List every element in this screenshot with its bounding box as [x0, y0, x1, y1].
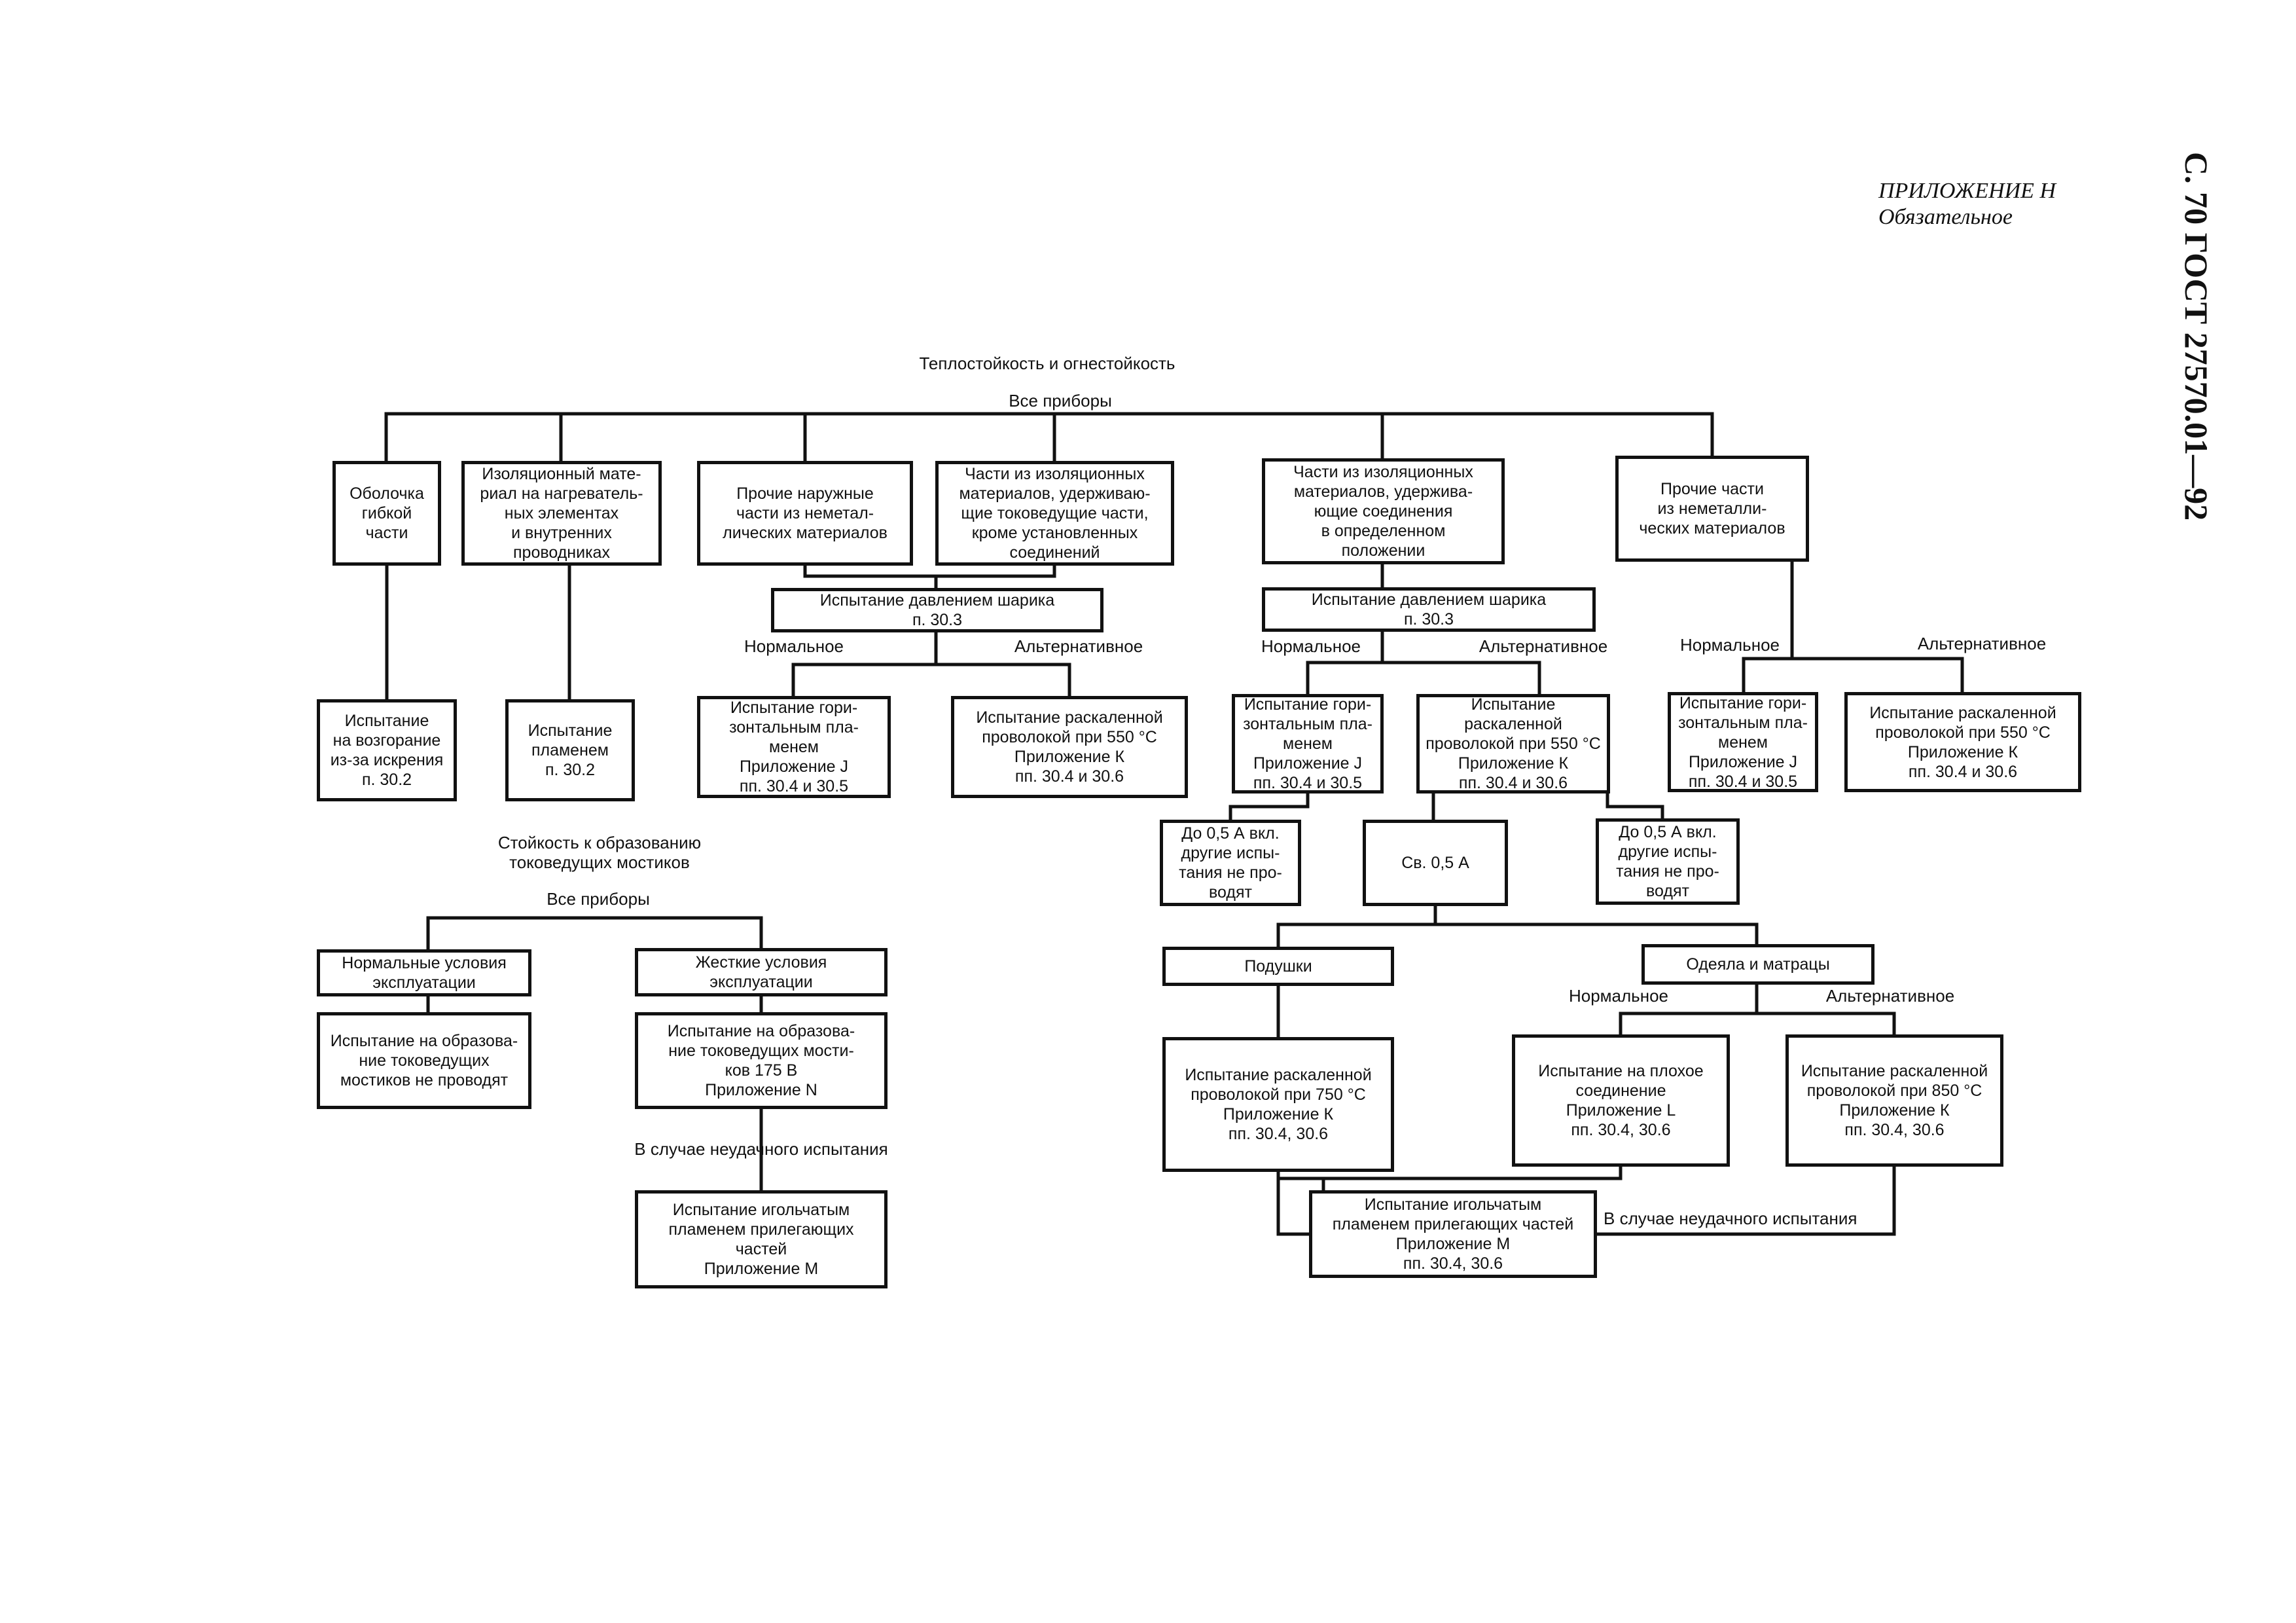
- alternative-label-blankets: Альтернативное: [1825, 986, 1955, 1006]
- part-heating-insulation: Изоляционный мате- риал на нагреватель- …: [461, 461, 662, 566]
- needle-flame-test-left: Испытание игольчатым пламенем прилегающи…: [635, 1190, 888, 1288]
- over-05a-box: Св. 0,5 А: [1363, 820, 1508, 906]
- appendix-title: ПРИЛОЖЕНИЕ Н: [1878, 179, 2056, 203]
- horizontal-flame-test-right: Испытание гори- зонтальным пла- менем Пр…: [1668, 692, 1818, 792]
- normal-label-right: Нормальное: [1679, 635, 1780, 655]
- needle-flame-test-right: Испытание игольчатым пламенем прилегающи…: [1309, 1190, 1597, 1278]
- tracking-175v-test: Испытание на образова- ние токоведущих м…: [635, 1012, 888, 1109]
- appendix-status: Обязательное: [1878, 205, 2013, 229]
- alternative-label-right: Альтернативное: [1917, 634, 2047, 653]
- flame-test: Испытание пламенем п. 30.2: [505, 699, 635, 801]
- tracking-all-appliances-label: Все приборы: [547, 889, 650, 909]
- pillows-box: Подушки: [1162, 947, 1394, 986]
- alternative-label-mid: Альтернативное: [1479, 636, 1608, 656]
- hot-wire-550-test-right: Испытание раскаленной проволокой при 550…: [1844, 692, 2081, 792]
- hot-wire-850-test: Испытание раскаленной проволокой при 850…: [1785, 1034, 2003, 1167]
- up-to-05a-box-left: До 0,5 А вкл. другие испы- тания не про-…: [1160, 820, 1301, 906]
- alternative-label-left: Альтернативное: [1014, 636, 1143, 656]
- on-failure-label-left: В случае неудачного испытания: [634, 1139, 888, 1159]
- no-tracking-test-box: Испытание на образова- ние токоведущих м…: [317, 1012, 531, 1109]
- bad-connection-test: Испытание на плохое соединение Приложени…: [1512, 1034, 1730, 1167]
- up-to-05a-box-right: До 0,5 А вкл. другие испы- тания не про-…: [1596, 818, 1740, 905]
- ball-pressure-test-right: Испытание давлением шарика п. 30.3: [1262, 587, 1596, 632]
- normal-label-left: Нормальное: [744, 636, 844, 656]
- part-current-carrying-holders: Части из изоляционных материалов, удержи…: [935, 461, 1174, 566]
- normal-conditions-box: Нормальные условия эксплуатации: [317, 949, 531, 996]
- part-other-nonmetal: Прочие части из неметалли- ческих матери…: [1615, 456, 1809, 562]
- on-failure-label-right: В случае неудачного испытания: [1604, 1209, 1857, 1228]
- part-other-external: Прочие наружные части из неметал- лическ…: [697, 461, 913, 566]
- spark-ignition-test: Испытание на возгорание из-за искрения п…: [317, 699, 457, 801]
- part-flexible-sheath: Оболочка гибкой части: [332, 461, 441, 566]
- normal-label-blankets: Нормальное: [1568, 986, 1669, 1006]
- heat-section-title: Теплостойкость и огнестойкость: [919, 354, 1175, 373]
- hot-wire-550-test-mid: Испытание раскаленной проволокой при 550…: [1416, 694, 1610, 793]
- hot-wire-550-test-left: Испытание раскаленной проволокой при 550…: [951, 696, 1188, 798]
- ball-pressure-test-left: Испытание давлением шарика п. 30.3: [771, 588, 1103, 632]
- page-header: С. 70 ГОСТ 27570.01—92: [2178, 152, 2215, 521]
- normal-label-mid: Нормальное: [1261, 636, 1361, 656]
- blankets-mattresses-box: Одеяла и матрацы: [1641, 944, 1874, 985]
- horizontal-flame-test-left: Испытание гори- зонтальным пла- менем Пр…: [697, 696, 891, 798]
- hot-wire-750-test: Испытание раскаленной проволокой при 750…: [1162, 1037, 1394, 1172]
- severe-conditions-box: Жесткие условия эксплуатации: [635, 948, 888, 996]
- horizontal-flame-test-mid: Испытание гори- зонтальным пла- менем Пр…: [1232, 694, 1384, 793]
- heat-all-appliances-label: Все приборы: [1009, 391, 1112, 410]
- part-connection-holders: Части из изоляционных материалов, удержи…: [1262, 458, 1505, 564]
- tracking-section-title: Стойкость к образованию токоведущих мост…: [497, 833, 702, 872]
